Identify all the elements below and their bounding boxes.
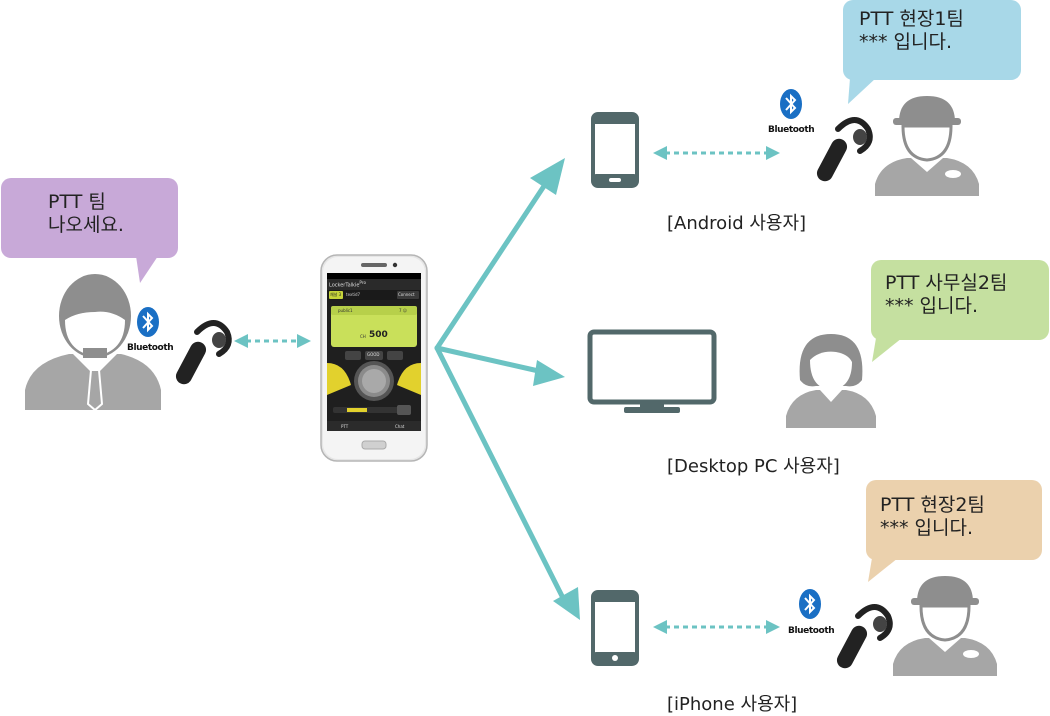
arrow-to-desktop [434,345,546,375]
android-phone-icon [591,112,639,188]
desktop-bubble-tail [872,338,902,362]
ptt-tab[interactable]: PTT [341,424,349,429]
bluetooth-label: Bluetooth [127,343,174,353]
iphone-worker-icon [893,576,997,676]
desktop-caption: [Desktop PC 사용자] [667,456,840,477]
center-smartphone [320,254,428,462]
speaker-bubble-line1: PTT 팀 [48,191,106,213]
desktop-bubble-line1: PTT 사무실2팀 [885,272,1008,294]
bluetooth-label: Bluetooth [788,626,835,636]
desktop-monitor-icon [587,329,717,413]
speaker-speech-bubble: PTT 팀 나오세요. [1,178,178,258]
android-worker-icon [875,96,979,196]
iphone-bubble-line1: PTT 현장2팀 [880,494,985,516]
speaker-bubble-line2: 나오세요. [48,214,124,236]
counter-value: 500 [369,330,388,340]
iphone-bubble-tail [868,558,898,582]
desktop-bubble-line2: *** 입니다. [885,295,979,317]
speaker-bubble-tail [136,256,158,283]
channel-badge: 채널 3 [330,292,342,297]
headset-icon [816,117,873,182]
android-bubble-line2: *** 입니다. [859,31,953,53]
android-caption: [Android 사용자] [667,213,807,234]
arrowhead-android [530,158,565,195]
desktop-woman-icon [786,334,876,428]
app-title-text: LockerTalkie [329,282,360,289]
bluetooth-label: Bluetooth [768,125,815,135]
speaker-person-icon [25,274,161,412]
good-button[interactable]: GOOD [367,352,380,357]
connect-button[interactable]: Connect [398,292,415,297]
headset-icon [175,320,232,385]
arrowhead-iphone [553,587,580,620]
arrow-to-android [434,177,551,351]
android-bubble-tail [848,78,876,104]
headset-icon [836,604,893,669]
app-title: LockerTalkiePro [329,280,366,289]
arrow-to-iphone [434,345,568,605]
iphone-speech-bubble: PTT 현장2팀 *** 입니다. [866,480,1042,560]
android-bubble-line1: PTT 현장1팀 [859,8,964,30]
bluetooth-icon [780,89,802,119]
android-speech-bubble: PTT 현장1팀 *** 입니다. [843,0,1021,80]
user-label: public1 [338,308,353,313]
counter-prefix: CH [360,334,366,339]
user-count: 7 ☺ [399,308,407,313]
iphone-caption: [iPhone 사용자] [667,694,798,715]
iphone-bubble-line2: *** 입니다. [880,517,974,539]
bluetooth-icon [799,589,821,619]
bluetooth-icon [137,307,159,337]
arrowhead-desktop [533,360,565,386]
iphone-icon [591,590,639,666]
channel-name: textid7 [346,292,361,297]
desktop-speech-bubble: PTT 사무실2팀 *** 입니다. [871,260,1049,340]
app-title-superscript: Pro [359,280,366,285]
chat-tab[interactable]: Chat [395,424,405,429]
